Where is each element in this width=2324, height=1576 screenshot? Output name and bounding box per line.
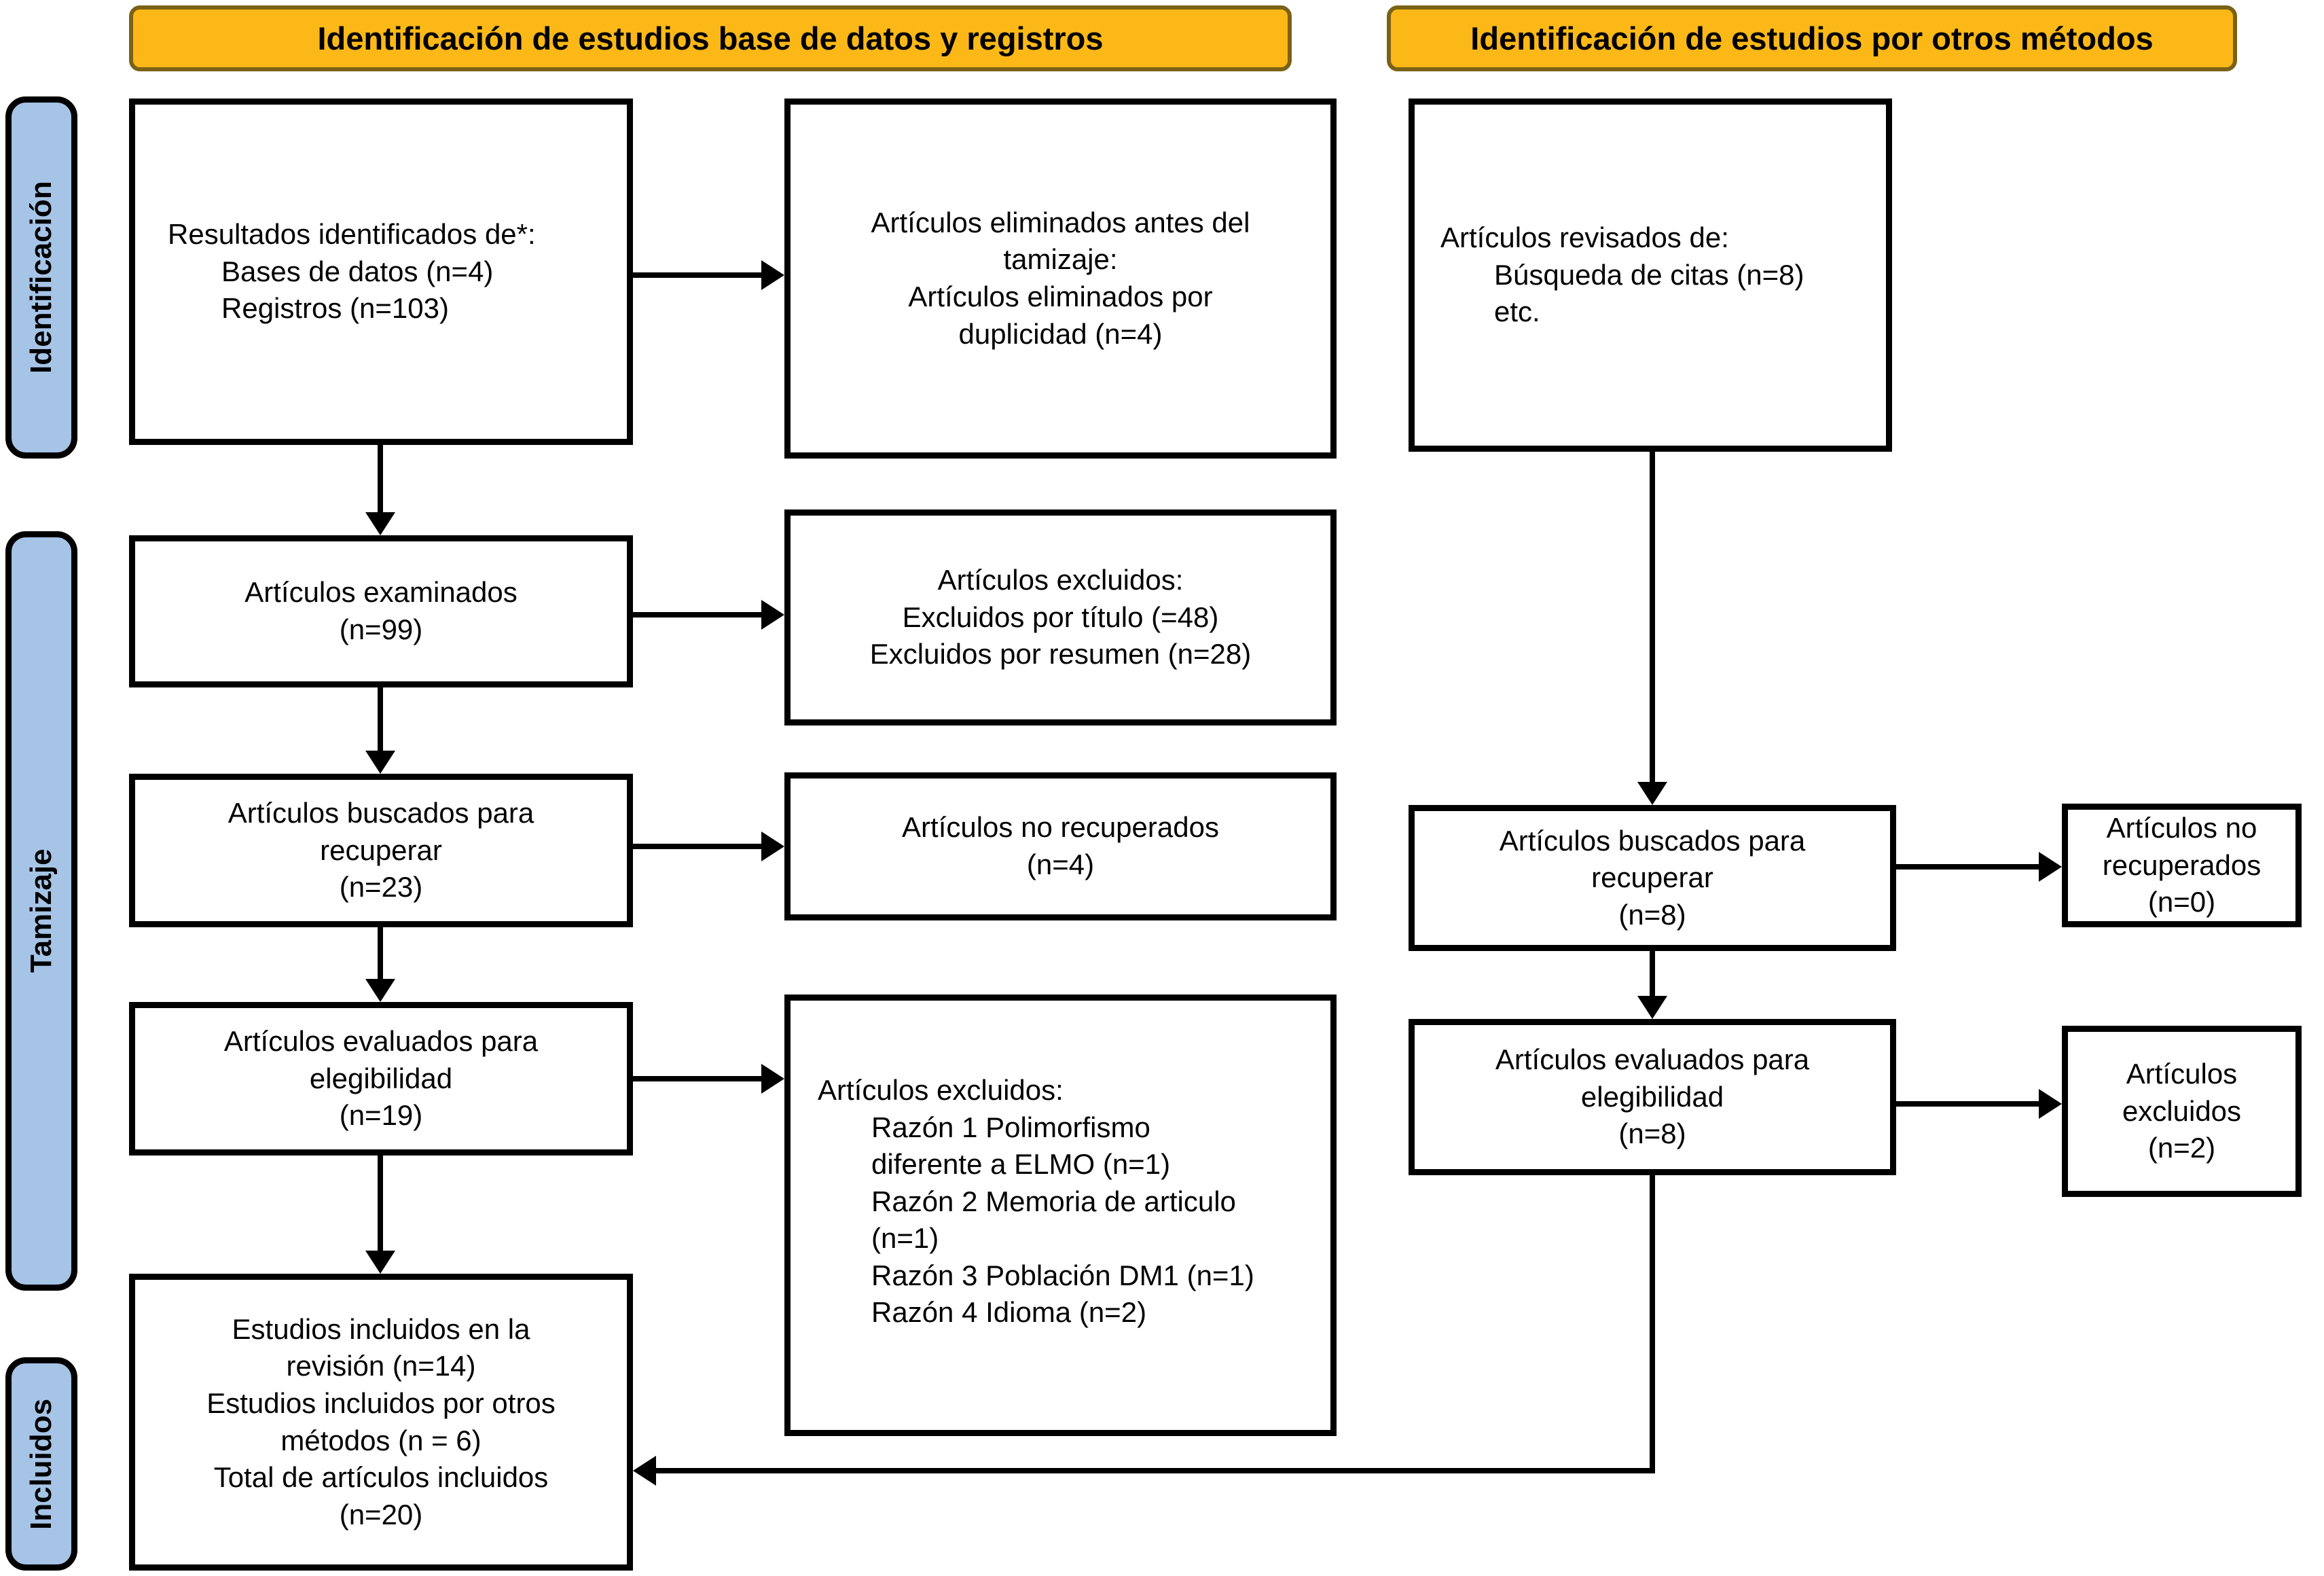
- box-line: Búsqueda de citas (n=8): [1494, 258, 1804, 291]
- header-identification-databases: Identificación de estudios base de datos…: [129, 5, 1292, 71]
- box-line: Artículos no recuperados: [902, 811, 1219, 844]
- box-line: Artículos buscados para: [1499, 824, 1806, 857]
- arrow-sought-other-to-assessed-head: [1637, 996, 1667, 1019]
- box-reports-not-retrieved: Artículos no recuperados (n=4): [784, 772, 1337, 920]
- arrow-assessed-other-to-included-head: [633, 1456, 656, 1486]
- box-line: (n=8): [1618, 1117, 1686, 1150]
- box-line: (n=0): [2147, 886, 2216, 918]
- box-line: Artículos revisados de:: [1440, 221, 1729, 254]
- arrow-identified-to-screened-head: [365, 512, 395, 535]
- box-line: elegibilidad: [1580, 1080, 1724, 1113]
- arrow-assessed-other-to-excluded-head: [2039, 1089, 2062, 1119]
- box-line: Artículos eliminados antes del: [871, 206, 1250, 238]
- box-line: Excluidos por título (=48): [902, 601, 1219, 633]
- box-line: recuperar: [1591, 861, 1713, 894]
- arrow-sought-other-to-notretrieved-line: [1896, 864, 2039, 870]
- arrow-sought-to-notretrieved-line: [633, 844, 761, 849]
- box-records-screened: Artículos examinados (n=99): [129, 535, 633, 687]
- arrow-identified-to-screened-line: [378, 445, 383, 512]
- box-line: diferente a ELMO (n=1): [871, 1148, 1171, 1181]
- arrow-sought-to-assessed-head: [365, 979, 395, 1002]
- box-line: Bases de datos (n=4): [221, 255, 494, 287]
- arrow-reviewed-to-sought-other-head: [1637, 782, 1667, 805]
- box-reports-assessed: Artículos evaluados para elegibilidad (n=1…: [129, 1002, 633, 1156]
- box-line: Artículos buscados para: [228, 797, 534, 829]
- box-line: etc.: [1494, 296, 1540, 328]
- arrow-sought-to-notretrieved-head: [761, 831, 784, 861]
- box-line: Razón 2 Memoria de articulo: [871, 1185, 1236, 1217]
- arrow-assessed-other-to-included-vline: [1650, 1175, 1655, 1473]
- box-line: Excluidos por resumen (n=28): [869, 638, 1252, 670]
- box-line: Resultados identificados de*:: [168, 218, 536, 251]
- box-line: Razón 4 Idioma (n=2): [871, 1296, 1147, 1329]
- box-line: Estudios incluidos en la: [232, 1312, 530, 1345]
- header-identification-other-methods: Identificación de estudios por otros mét…: [1387, 5, 2237, 71]
- box-reports-assessed-other: Artículos evaluados para elegibilidad (n=8…: [1409, 1019, 1896, 1175]
- box-line: recuperados: [2102, 848, 2262, 881]
- arrow-assessed-to-included-line: [378, 1156, 383, 1251]
- arrow-screened-to-excluded-head: [761, 600, 784, 630]
- arrow-assessed-to-reasons-line: [633, 1076, 761, 1081]
- box-line: Artículos no: [2106, 812, 2257, 844]
- box-line: (n=2): [2147, 1132, 2216, 1164]
- arrow-sought-to-assessed-line: [378, 926, 383, 979]
- box-line: (n=20): [339, 1498, 423, 1530]
- arrow-screened-to-excluded-line: [633, 612, 761, 617]
- arrow-reviewed-to-sought-other-line: [1650, 452, 1655, 782]
- stage-label-included: Incluidos: [5, 1357, 77, 1571]
- box-line: Artículos excluidos:: [937, 564, 1184, 596]
- box-line: (n=4): [1026, 848, 1095, 880]
- arrow-identified-to-removed-line: [633, 272, 761, 278]
- arrow-assessed-to-included-head: [365, 1251, 395, 1274]
- arrow-screened-to-sought-head: [365, 751, 395, 774]
- box-line: Artículos excluidos:: [818, 1073, 1064, 1106]
- box-line: Artículos eliminados por: [908, 281, 1213, 312]
- box-reports-not-retrieved-other: Artículos no recuperados (n=0): [2062, 804, 2302, 927]
- box-line: métodos (n = 6): [280, 1424, 482, 1456]
- box-records-removed-before-screening: Artículos eliminados antes del tamizaje: A…: [784, 98, 1337, 459]
- box-line: Razón 3 Población DM1 (n=1): [871, 1259, 1254, 1291]
- arrow-sought-other-to-notretrieved-head: [2039, 852, 2062, 882]
- box-line: duplicidad (n=4): [958, 317, 1163, 350]
- box-studies-included: Estudios incluidos en la revisión (n=14) E…: [129, 1274, 633, 1571]
- box-line: Razón 1 Polimorfismo: [871, 1111, 1150, 1143]
- box-line: Artículos evaluados para: [1495, 1043, 1810, 1076]
- arrow-screened-to-sought-line: [378, 687, 383, 751]
- arrow-sought-other-to-assessed-line: [1650, 951, 1655, 996]
- box-line: (n=23): [339, 871, 423, 903]
- box-line: elegibilidad: [309, 1062, 453, 1094]
- box-line: excluidos: [2122, 1094, 2242, 1127]
- arrow-assessed-to-reasons-head: [761, 1064, 784, 1094]
- box-line: Artículos: [2126, 1058, 2238, 1090]
- stage-label-screening: Tamizaje: [5, 531, 77, 1291]
- box-line: Total de artículos incluidos: [213, 1461, 549, 1494]
- box-line: tamizaje:: [1003, 243, 1118, 276]
- arrow-identified-to-removed-head: [761, 260, 784, 290]
- box-line: Estudios incluidos por otros: [206, 1386, 556, 1419]
- box-line: Artículos examinados: [244, 576, 518, 609]
- box-records-identified-other: Artículos revisados de: Búsqueda de citas…: [1409, 98, 1892, 452]
- box-line: (n=1): [871, 1222, 939, 1255]
- box-line: (n=99): [339, 613, 423, 645]
- arrow-assessed-other-to-excluded-line: [1896, 1101, 2039, 1107]
- box-reports-sought: Artículos buscados para recuperar (n=23): [129, 774, 633, 927]
- box-reports-excluded-reasons: Artículos excluidos: Razón 1 Polimorfismo…: [784, 995, 1337, 1436]
- stage-label-identification: Identificación: [5, 96, 77, 459]
- box-records-identified: Resultados identificados de*: Bases de da…: [129, 98, 633, 445]
- box-line: recuperar: [320, 834, 442, 866]
- box-line: revisión (n=14): [286, 1350, 476, 1382]
- box-line: Registros (n=103): [221, 292, 449, 325]
- box-reports-excluded-other: Artículos excluidos (n=2): [2062, 1026, 2302, 1197]
- box-records-excluded: Artículos excluidos: Excluidos por título…: [784, 509, 1337, 726]
- box-reports-sought-other: Artículos buscados para recuperar (n=8): [1409, 805, 1896, 951]
- box-line: (n=19): [339, 1099, 423, 1132]
- box-line: Artículos evaluados para: [223, 1025, 539, 1058]
- arrow-assessed-other-to-included-hline: [656, 1468, 1655, 1473]
- box-line: (n=8): [1618, 898, 1686, 931]
